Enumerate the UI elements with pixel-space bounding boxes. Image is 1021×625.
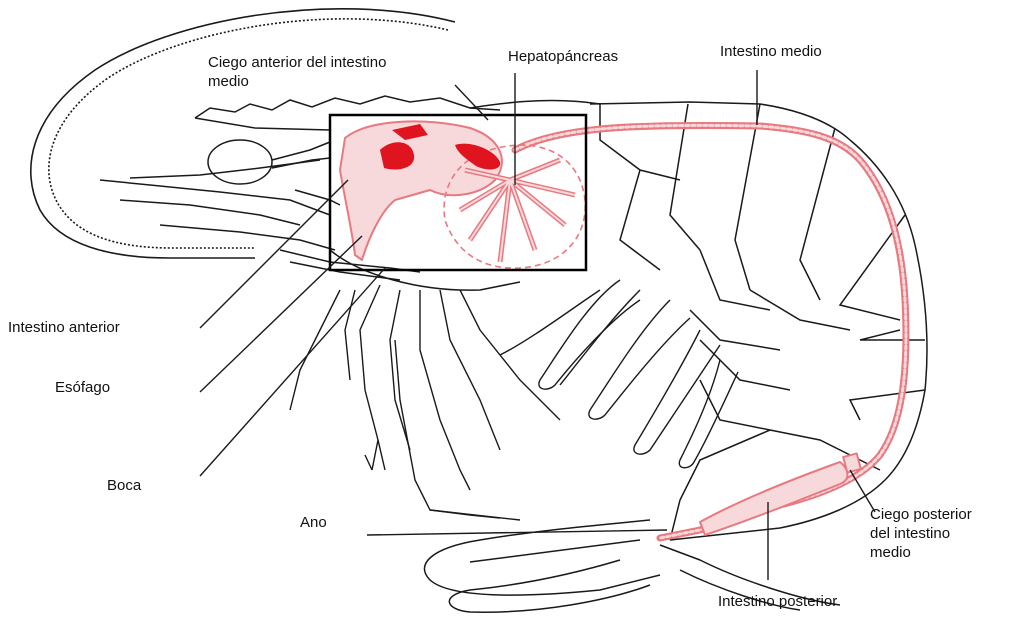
digestive-tract xyxy=(515,125,906,538)
label-ciego-anterior-line1: Ciego anterior del intestino xyxy=(208,53,386,72)
foregut-hepatopancreas xyxy=(340,121,585,268)
leader-boca xyxy=(200,268,385,476)
label-intestino-anterior: Intestino anterior xyxy=(8,318,120,337)
label-ciego-posterior: Ciego posterior del intestino medio xyxy=(870,505,972,562)
label-ano: Ano xyxy=(300,513,327,532)
label-esofago: Esófago xyxy=(55,378,110,397)
walking-legs xyxy=(290,285,560,520)
label-intestino-posterior: Intestino posterior xyxy=(718,592,837,611)
abdomen-segments xyxy=(590,102,927,540)
label-boca: Boca xyxy=(107,476,141,495)
label-hepatopancreas: Hepatopáncreas xyxy=(508,47,618,66)
label-ciego-anterior-line2: medio xyxy=(208,72,386,91)
leader-intestino-anterior xyxy=(200,180,348,328)
label-ciego-posterior-line2: del intestino xyxy=(870,524,972,543)
pleopods xyxy=(500,280,738,468)
label-intestino-medio: Intestino medio xyxy=(720,42,822,61)
leader-esofago xyxy=(200,236,362,392)
label-ciego-posterior-line1: Ciego posterior xyxy=(870,505,972,524)
label-ciego-posterior-line3: medio xyxy=(870,543,972,562)
label-ciego-anterior: Ciego anterior del intestino medio xyxy=(208,53,386,91)
